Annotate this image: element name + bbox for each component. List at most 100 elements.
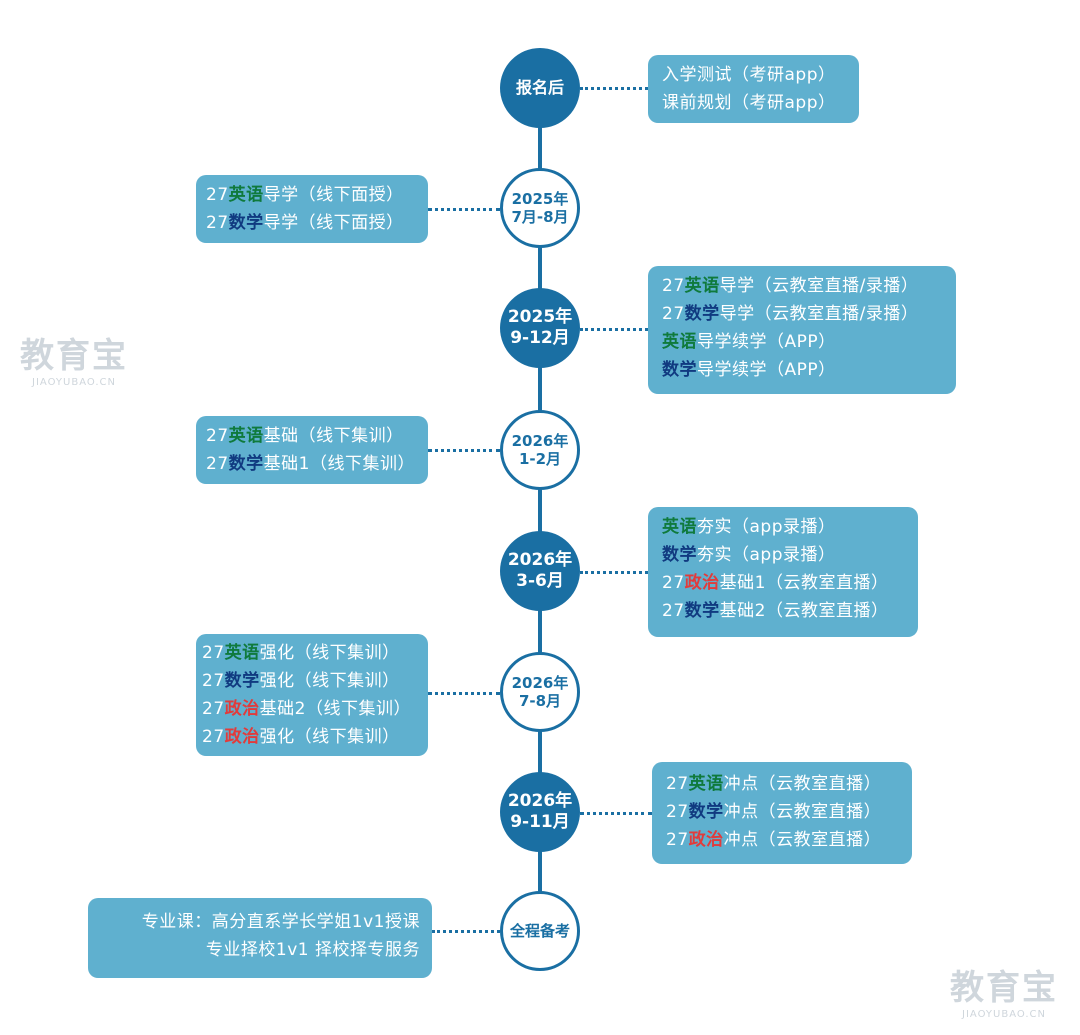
course-line: 27英语导学（云教室直播/录播） [662, 272, 942, 300]
node-period: 7-8月 [518, 692, 562, 710]
course-prefix: 27 [206, 454, 229, 474]
subject-politics: 政治 [688, 830, 724, 850]
course-text: 强化（线下集训） [259, 643, 400, 663]
subject-math: 数学 [228, 213, 264, 233]
connector-1 [428, 208, 500, 211]
subject-math: 数学 [228, 454, 264, 474]
watermark-url: JIAOYUBAO.CN [962, 1009, 1046, 1020]
course-prefix: 27 [662, 573, 685, 593]
node-label: 全程备考 [509, 921, 570, 940]
course-line: 27数学基础2（云教室直播） [662, 597, 904, 625]
course-text: 导学（云教室直播/录播） [719, 304, 919, 324]
course-text: 导学续学（APP） [697, 332, 836, 352]
course-prefix: 27 [202, 727, 225, 747]
subject-english: 英语 [684, 276, 720, 296]
course-line: 入学测试（考研app） [662, 61, 845, 89]
watermark-logo-text: 教育宝 [950, 968, 1058, 1008]
course-prefix: 27 [662, 276, 685, 296]
subject-english: 英语 [228, 185, 264, 205]
node-period: 9-12月 [510, 328, 570, 348]
connector-5 [428, 692, 500, 695]
course-line: 27政治冲点（云教室直播） [666, 826, 898, 854]
subject-english: 英语 [688, 774, 724, 794]
subject-english: 英语 [228, 426, 264, 446]
course-line: 27数学强化（线下集训） [202, 667, 422, 695]
course-prefix: 27 [202, 671, 225, 691]
course-text: 基础2（云教室直播） [719, 601, 889, 621]
course-text: 导学（云教室直播/录播） [719, 276, 919, 296]
course-box-2026-jan-feb: 27英语基础（线下集训） 27数学基础1（线下集训） [196, 416, 428, 484]
node-period: 7月-8月 [511, 208, 569, 226]
course-text: 基础（线下集训） [263, 426, 404, 446]
subject-math: 数学 [224, 671, 260, 691]
timeline-node-2025-jul-aug: 2025年 7月-8月 [500, 168, 580, 248]
node-year: 2025年 [511, 189, 569, 208]
course-prefix: 27 [206, 426, 229, 446]
watermark-right: 教育宝 JIAOYUBAO.CN [944, 960, 1064, 1020]
course-text: 冲点（云教室直播） [723, 774, 882, 794]
timeline-node-2026-jan-feb: 2026年 1-2月 [500, 410, 580, 490]
course-prefix: 27 [202, 699, 225, 719]
course-line: 27英语基础（线下集训） [206, 422, 418, 450]
course-box-registration: 入学测试（考研app） 课前规划（考研app） [648, 55, 859, 123]
subject-math: 数学 [662, 360, 697, 380]
course-prefix: 27 [206, 213, 229, 233]
course-line: 27政治基础1（云教室直播） [662, 569, 904, 597]
course-text: 导学（线下面授） [263, 185, 404, 205]
course-text: 冲点（云教室直播） [723, 802, 882, 822]
connector-2 [580, 328, 648, 331]
course-line: 数学导学续学（APP） [662, 356, 942, 384]
subject-english: 英语 [224, 643, 260, 663]
course-line: 英语导学续学（APP） [662, 328, 942, 356]
node-period: 3-6月 [516, 571, 564, 591]
course-prefix: 27 [662, 601, 685, 621]
timeline-node-whole-process: 全程备考 [500, 891, 580, 971]
course-text: 夯实（app录播） [697, 545, 836, 565]
connector-4 [580, 571, 648, 574]
course-text: 导学（线下面授） [263, 213, 404, 233]
timeline-node-2025-sep-dec: 2025年 9-12月 [500, 288, 580, 368]
subject-politics: 政治 [224, 699, 260, 719]
course-text: 夯实（app录播） [697, 517, 836, 537]
course-text: 强化（线下集训） [259, 727, 400, 747]
node-label: 报名后 [515, 78, 564, 98]
course-box-2026-sep-nov: 27英语冲点（云教室直播） 27数学冲点（云教室直播） 27政治冲点（云教室直播… [652, 762, 912, 864]
course-prefix: 27 [662, 304, 685, 324]
course-line: 课前规划（考研app） [662, 89, 845, 117]
course-line: 英语夯实（app录播） [662, 513, 904, 541]
subject-math: 数学 [684, 304, 720, 324]
course-line: 27数学导学（云教室直播/录播） [662, 300, 942, 328]
timeline-node-after-registration: 报名后 [500, 48, 580, 128]
node-year: 2026年 [507, 550, 573, 571]
course-text: 基础1（云教室直播） [719, 573, 889, 593]
course-text: 课前规划（考研app） [662, 93, 836, 113]
course-line: 27数学导学（线下面授） [206, 209, 418, 237]
course-line: 专业课：高分直系学长学姐1v1授课 [100, 908, 420, 936]
subject-politics: 政治 [684, 573, 720, 593]
course-prefix: 27 [206, 185, 229, 205]
timeline-node-2026-mar-jun: 2026年 3-6月 [500, 531, 580, 611]
watermark-logo-text: 教育宝 [20, 336, 128, 376]
course-text: 基础2（线下集训） [259, 699, 411, 719]
course-box-2025-jul-aug: 27英语导学（线下面授） 27数学导学（线下面授） [196, 175, 428, 243]
course-prefix: 27 [202, 643, 225, 663]
course-text: 基础1（线下集训） [263, 454, 415, 474]
connector-3 [428, 449, 500, 452]
connector-6 [580, 812, 652, 815]
course-prefix: 27 [666, 830, 689, 850]
course-line: 27英语强化（线下集训） [202, 639, 422, 667]
timeline-node-2026-sep-nov: 2026年 9-11月 [500, 772, 580, 852]
node-period: 9-11月 [510, 812, 570, 832]
course-text: 导学续学（APP） [697, 360, 836, 380]
course-text: 冲点（云教室直播） [723, 830, 882, 850]
node-year: 2026年 [511, 431, 569, 450]
course-box-whole-process: 专业课：高分直系学长学姐1v1授课 专业择校1v1 择校择专服务 [88, 898, 432, 978]
course-text: 强化（线下集训） [259, 671, 400, 691]
subject-english: 英语 [662, 517, 697, 537]
watermark-url: JIAOYUBAO.CN [32, 377, 116, 388]
node-period: 1-2月 [518, 450, 562, 468]
course-text: 专业择校1v1 择校择专服务 [205, 940, 420, 960]
course-prefix: 27 [666, 802, 689, 822]
course-text: 入学测试（考研app） [662, 65, 836, 85]
connector-0 [580, 87, 648, 90]
